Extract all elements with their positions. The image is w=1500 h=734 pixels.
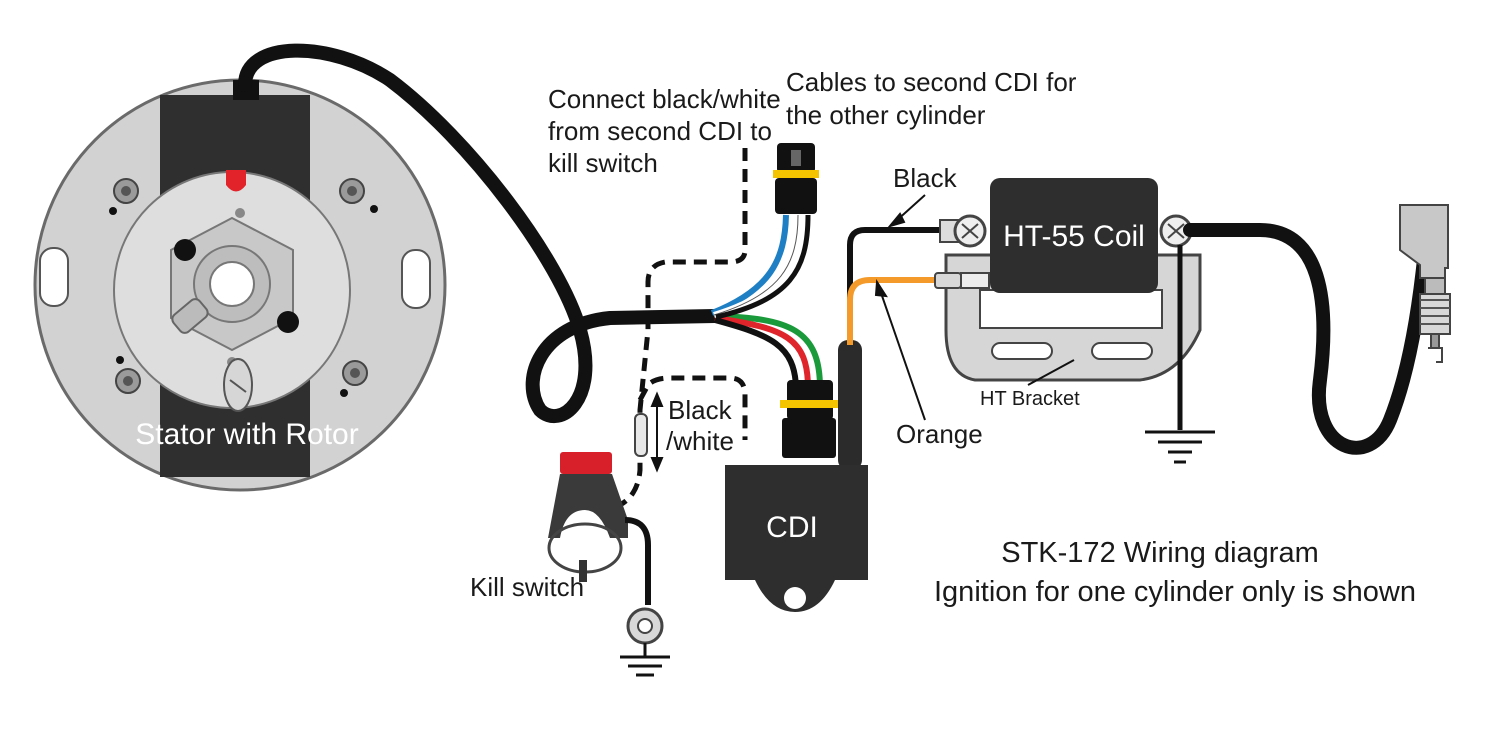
connect-note-line3: kill switch: [548, 148, 658, 178]
black-white-label-line1: Black: [668, 395, 733, 425]
kill-switch-button: [560, 452, 612, 474]
cdi-label: CDI: [766, 511, 818, 544]
ht-lead: [1183, 223, 1432, 455]
pointer-arrows: [874, 194, 1075, 421]
cdi-unit: CDI: [725, 340, 868, 612]
screw-terminal-left: [939, 214, 987, 248]
diagram-subtitle: Ignition for one cylinder only is shown: [934, 576, 1416, 608]
ht-coil: [990, 178, 1158, 293]
stator-label: Stator with Rotor: [135, 418, 358, 451]
kill-switch-label: Kill switch: [470, 572, 584, 602]
stator-cable: [238, 43, 722, 423]
diagram-title: STK-172 Wiring diagram: [1001, 537, 1319, 569]
spark-plug-cap-icon: [1399, 204, 1451, 363]
wire-red: [714, 315, 811, 389]
black-label: Black: [893, 163, 958, 193]
cables-note-line2: the other cylinder: [786, 100, 986, 130]
stator-assembly: Stator with Rotor: [33, 78, 447, 492]
wire-black-white-cdi: [637, 375, 748, 440]
connect-note-line2: from second CDI to: [548, 116, 772, 146]
timing-mark: [226, 170, 246, 192]
black-white-label-line2: /white: [666, 426, 734, 456]
wire-black-to-coil: [847, 227, 945, 345]
ground-symbol-killswitch: [620, 643, 670, 677]
wire-orange-to-coil: [847, 277, 945, 345]
wire-black-cdi: [714, 317, 799, 389]
cables-note-line1: Cables to second CDI for: [786, 67, 1077, 97]
orange-label: Orange: [896, 419, 983, 449]
ground-symbol-coil: [1145, 430, 1215, 464]
wire-black-white-second-cdi: [618, 148, 748, 508]
screw-terminal-right: [1159, 214, 1193, 248]
ht-bracket-label: HT Bracket: [980, 388, 1080, 410]
wire-blue: [710, 214, 789, 316]
bullet-connector: [634, 413, 648, 457]
spade-connector: [934, 272, 990, 289]
kill-switch: [547, 452, 670, 677]
coil-label: HT-55 Coil: [1003, 220, 1145, 253]
connector-second-cdi: [773, 143, 819, 214]
wire-green: [714, 313, 823, 389]
connect-note-line1: Connect black/white: [548, 84, 781, 114]
